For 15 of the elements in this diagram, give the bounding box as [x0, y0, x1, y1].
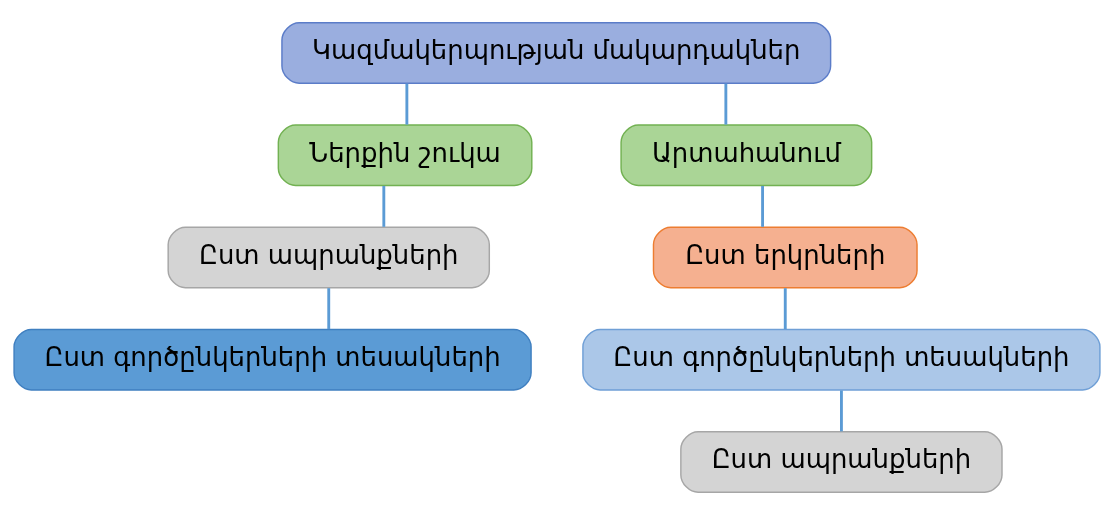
connector — [405, 83, 409, 125]
node-box: Ըստ երկրների — [652, 226, 918, 289]
connector — [783, 288, 787, 330]
connector — [761, 185, 765, 227]
node-box: Ըստ գործընկերների տեսակների — [582, 328, 1101, 391]
node-box: Ներքին շուկա — [277, 124, 533, 187]
node-box: Ըստ գործընկերների տեսակների — [13, 328, 532, 391]
node-box: Կազմակերպության մակարդակներ — [281, 22, 832, 84]
node-box: Ըստ ապրանքների — [680, 431, 1003, 493]
connector — [839, 390, 843, 432]
node-box: Արտահանում — [620, 124, 873, 187]
node-box: Ըստ ապրանքների — [167, 226, 491, 289]
connector — [327, 288, 331, 330]
connector — [382, 185, 386, 227]
connector — [724, 83, 728, 125]
